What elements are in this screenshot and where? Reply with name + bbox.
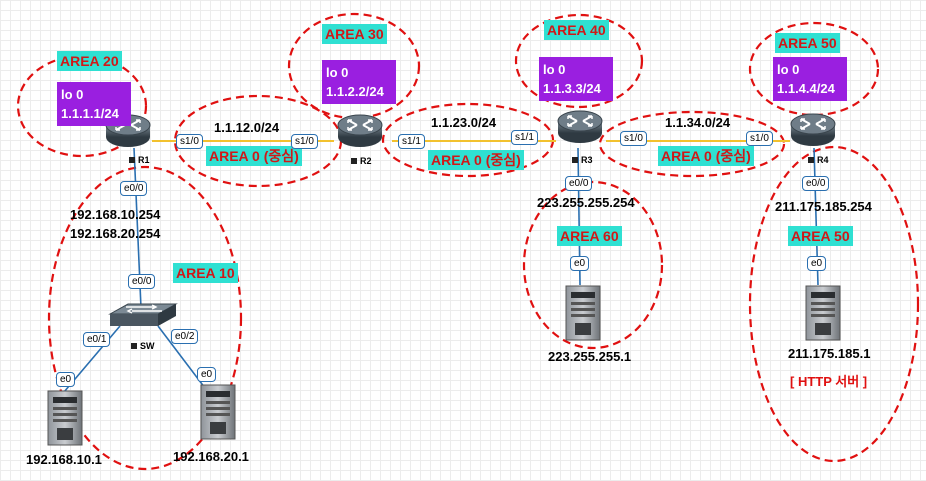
area50-bottom-label: AREA 50 (788, 226, 853, 246)
router-r3-icon[interactable] (557, 110, 603, 144)
server3-ip: 223.255.255.1 (548, 349, 632, 364)
area30-label: AREA 30 (322, 24, 387, 44)
server4-ip: 211.175.185.1 (788, 346, 871, 361)
network-r2-r3-label: 1.1.23.0/24 (431, 115, 497, 130)
pc2-server-icon[interactable] (200, 384, 236, 440)
http-server-note: [ HTTP 서버 ] (790, 374, 868, 389)
area0-r3r4-boundary (598, 110, 786, 178)
r2-loopback-box: lo 0 1.1.2.2/24 (322, 60, 396, 104)
router-r1-name: R1 (129, 155, 150, 165)
area20-label: AREA 20 (57, 51, 122, 71)
router-r2-name: R2 (351, 156, 372, 166)
pc1-server-icon[interactable] (47, 390, 83, 446)
r2-s10-port[interactable]: s1/0 (291, 134, 318, 149)
r1-s10-port[interactable]: s1/0 (176, 134, 203, 149)
area60-boundary (522, 180, 664, 350)
r4-lan-ip: 211.175.185.254 (775, 199, 872, 214)
area50-bottom-boundary (748, 145, 920, 463)
area40-label: AREA 40 (544, 20, 609, 40)
area20-boundary (16, 54, 148, 158)
switch-sw-icon[interactable] (108, 303, 178, 326)
pc2-e0-port[interactable]: e0 (197, 367, 217, 382)
area40-boundary (514, 13, 644, 109)
r3-lan-ip: 223.255.255.254 (537, 195, 635, 210)
server3-e0-port[interactable]: e0 (570, 256, 590, 271)
server4-e0-port[interactable]: e0 (807, 256, 827, 271)
r1-lan-ip-b: 192.168.20.254 (70, 226, 161, 241)
r4-s10-port[interactable]: s1/0 (746, 131, 773, 146)
r3-s11-port[interactable]: s1/1 (511, 130, 538, 145)
area10-boundary (47, 165, 243, 471)
r1-loopback-box: lo 0 1.1.1.1/24 (57, 82, 131, 126)
server4-icon[interactable] (805, 285, 841, 341)
area0-r2r3-label: AREA 0 (중심) (428, 150, 524, 170)
pc1-ip: 192.168.10.1 (26, 452, 102, 467)
r1-lan-ip-a: 192.168.10.254 (70, 207, 161, 222)
server3-icon[interactable] (565, 285, 601, 341)
router-r4-name: R4 (808, 155, 829, 165)
pc1-e0-port[interactable]: e0 (56, 372, 76, 387)
r3-e00-port[interactable]: e0/0 (565, 176, 593, 191)
r4-e00-port[interactable]: e0/0 (802, 176, 830, 191)
switch-sw-name: SW (131, 341, 155, 351)
r2-s11-port[interactable]: s1/1 (398, 134, 425, 149)
area60-label: AREA 60 (557, 226, 622, 246)
router-r4-icon[interactable] (790, 113, 836, 147)
network-r3-r4-label: 1.1.34.0/24 (665, 115, 731, 130)
sw-e02-port[interactable]: e0/2 (171, 329, 199, 344)
sw-e00-port[interactable]: e0/0 (128, 274, 156, 289)
sw-e01-port[interactable]: e0/1 (83, 332, 111, 347)
area10-label: AREA 10 (173, 263, 238, 283)
r4-loopback-box: lo 0 1.1.4.4/24 (773, 57, 847, 101)
area0-r1r2-label: AREA 0 (중심) (206, 146, 302, 166)
r3-s10-port[interactable]: s1/0 (620, 131, 647, 146)
router-r3-name: R3 (572, 155, 593, 165)
router-r2-icon[interactable] (337, 114, 383, 148)
pc2-ip: 192.168.20.1 (173, 449, 249, 464)
area50-top-label: AREA 50 (775, 33, 840, 53)
r3-loopback-box: lo 0 1.1.3.3/24 (539, 57, 613, 101)
area0-r3r4-label: AREA 0 (중심) (658, 146, 754, 166)
network-r1-r2-label: 1.1.12.0/24 (214, 120, 280, 135)
r1-e00-port[interactable]: e0/0 (120, 181, 148, 196)
area50-top-boundary (748, 21, 880, 117)
